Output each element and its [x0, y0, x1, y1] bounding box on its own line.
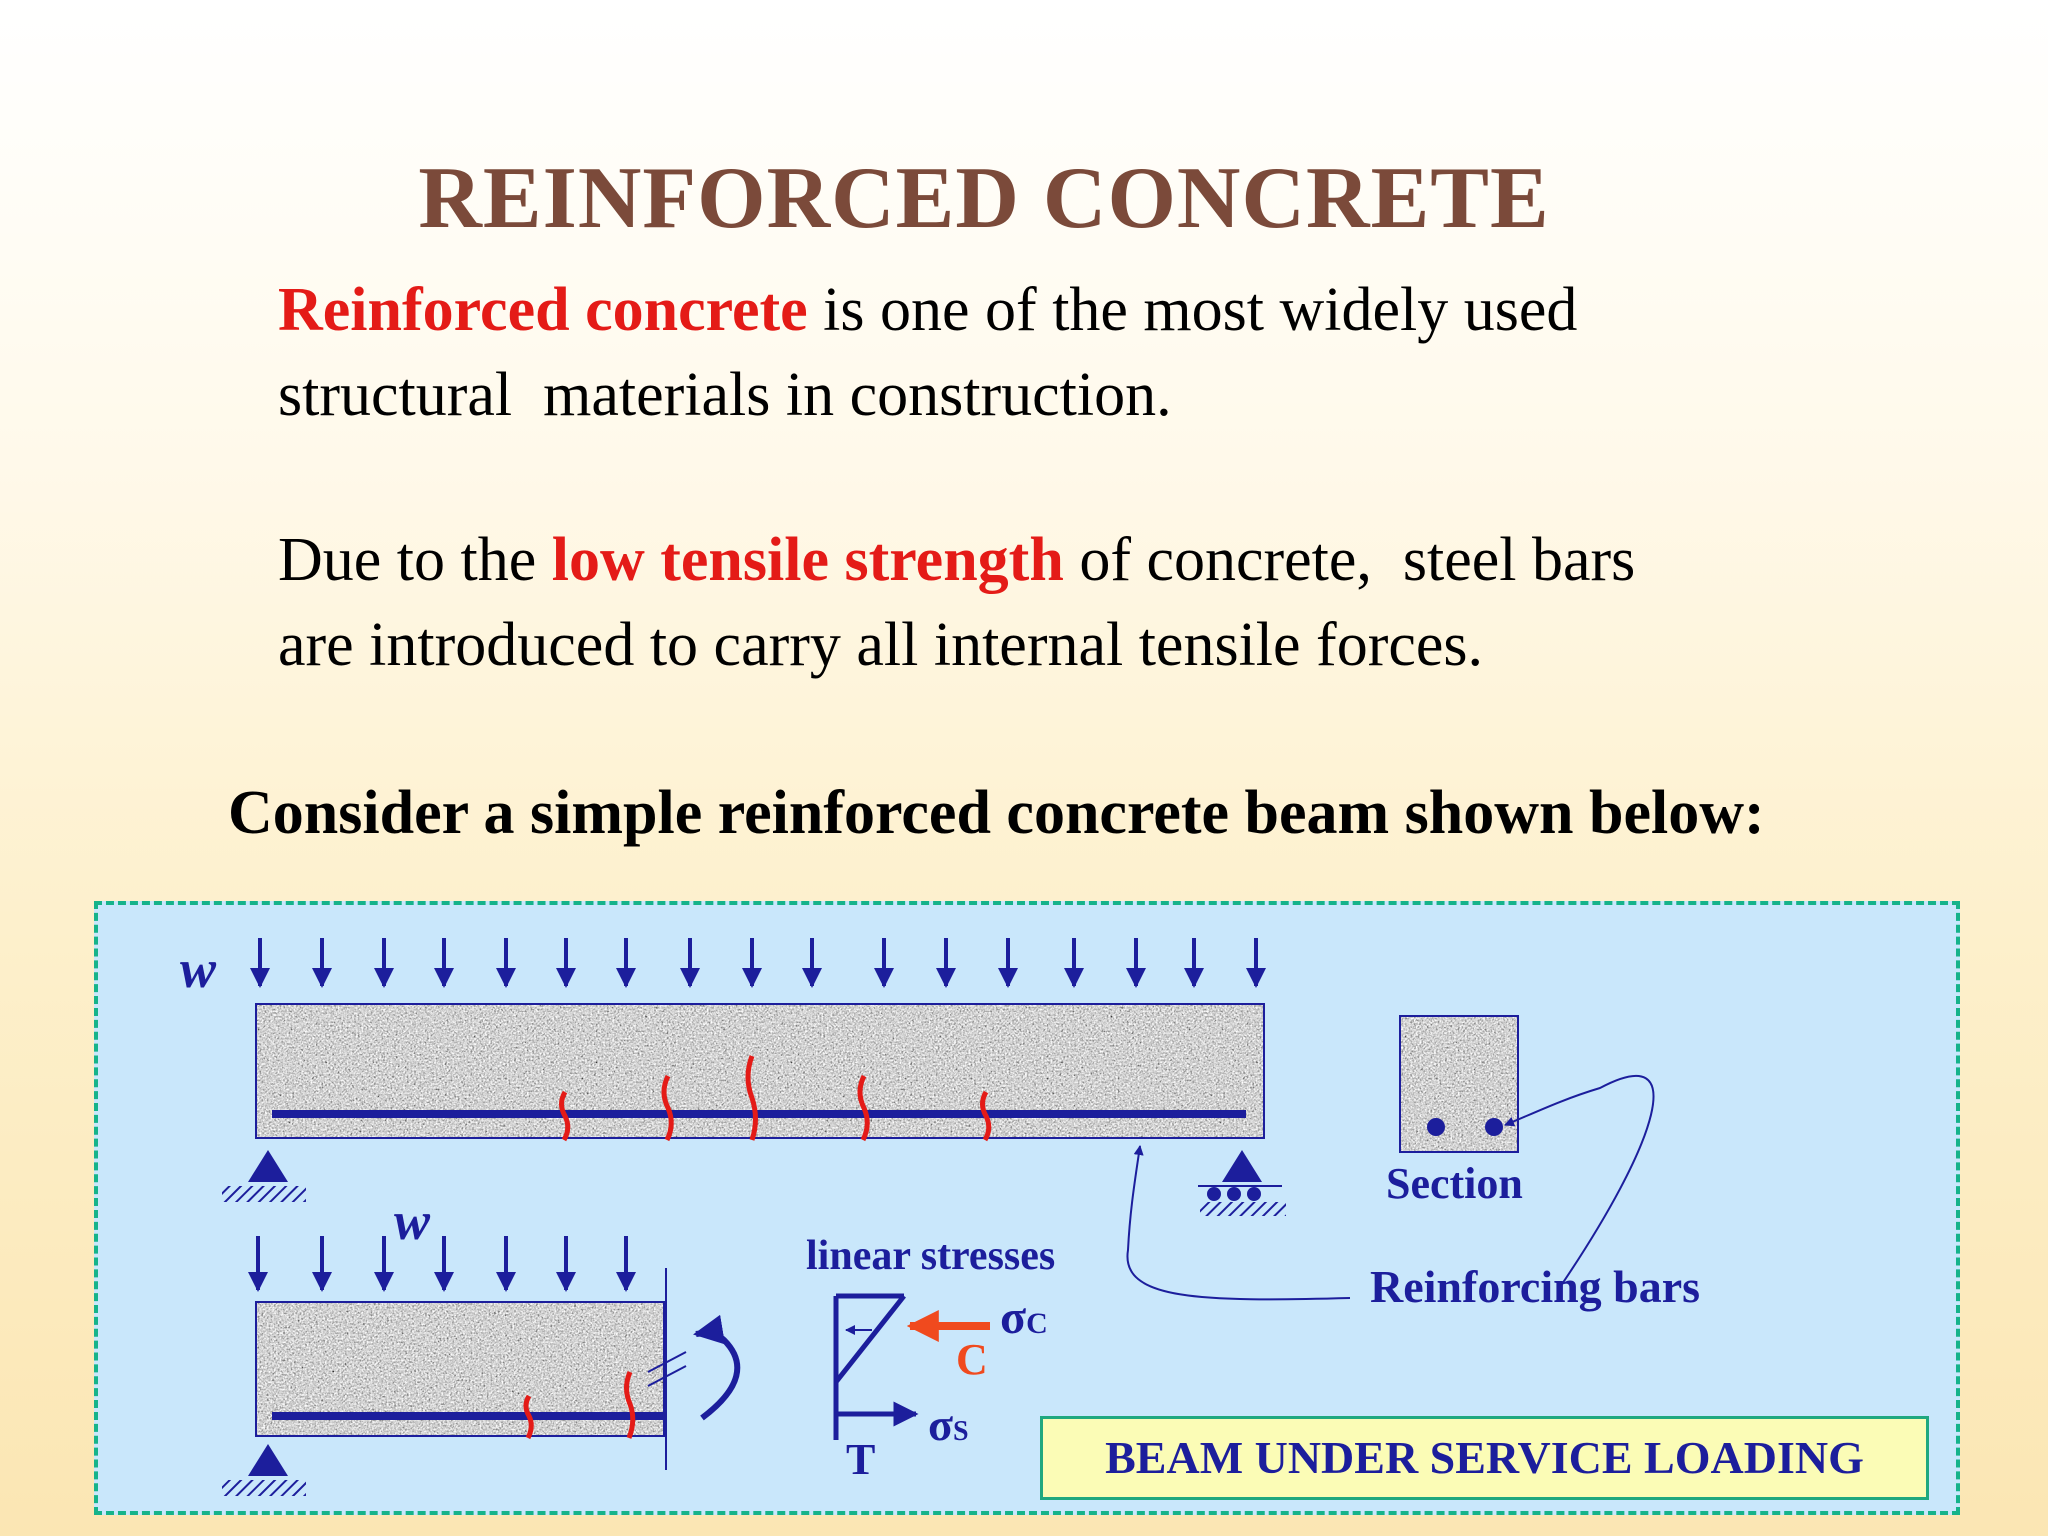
tensile-line1-text: of concrete, steel bars — [1063, 526, 1636, 594]
slide-title: REINFORCED CONCRETE — [418, 150, 1550, 247]
bottom-load-arrows — [248, 1236, 636, 1292]
bottom-beam-cracks — [523, 1370, 636, 1440]
caption-box: BEAM UNDER SERVICE LOADING — [1040, 1416, 1929, 1500]
top-beam-cracks — [559, 1055, 992, 1142]
tensile-line1-start: Due to the — [278, 526, 552, 594]
section-bar-left — [1427, 1118, 1445, 1136]
section-bar-right — [1485, 1118, 1503, 1136]
sigma-c-symbol: σ — [1000, 1291, 1027, 1344]
top-load-arrows — [250, 938, 1266, 988]
tensile-paragraph-line1: Due to the low tensile strength of concr… — [278, 518, 1635, 603]
bottom-pin-support — [222, 1444, 306, 1496]
leader-to-section-bar — [1504, 1075, 1655, 1291]
section-label: Section — [1386, 1159, 1523, 1208]
sigma-s-label: σS — [928, 1398, 969, 1451]
highlight-low-tensile-strength: low tensile strength — [551, 526, 1064, 594]
moment-arrow — [693, 1314, 741, 1421]
sigma-s-symbol: σ — [928, 1399, 954, 1450]
crack-hatch-marks — [647, 1351, 687, 1387]
leader-to-beam-bar — [1126, 1145, 1351, 1301]
compression-label: C — [956, 1335, 988, 1384]
intro-line1-text: is one of the most widely used — [807, 276, 1578, 344]
load-label-top: w — [180, 939, 217, 999]
consider-heading: Consider a simple reinforced concrete be… — [228, 779, 1765, 847]
intro-paragraph-line2: structural materials in construction. — [278, 361, 1172, 429]
sigma-c-label: σC — [1000, 1290, 1048, 1345]
roller-support — [1198, 1150, 1286, 1216]
stress-diagram — [833, 1293, 919, 1440]
highlight-reinforced-concrete: Reinforced concrete — [278, 276, 808, 344]
linear-stresses-label: linear stresses — [806, 1233, 1056, 1279]
tensile-paragraph-line2: are introduced to carry all internal ten… — [278, 611, 1484, 679]
intro-paragraph-line1: Reinforced concrete is one of the most w… — [278, 268, 1577, 353]
tension-label: T — [846, 1435, 876, 1484]
load-label-bottom: w — [394, 1191, 431, 1251]
pin-support — [222, 1150, 306, 1202]
sigma-s-subscript: S — [953, 1416, 969, 1447]
reinforcing-bars-label: Reinforcing bars — [1370, 1261, 1701, 1312]
sigma-c-subscript: C — [1026, 1307, 1048, 1340]
